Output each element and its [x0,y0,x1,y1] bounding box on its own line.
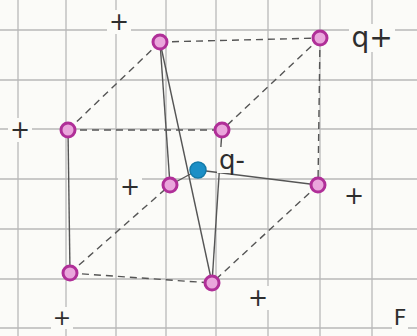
sign-label: + [107,10,131,34]
sign-label: + [118,175,142,199]
sign-label: + [8,118,32,142]
sign-label: + [51,307,73,329]
charge-label: q- [217,147,247,173]
sign-label: F [392,307,409,329]
charge-label: q+ [349,24,394,52]
sign-label: + [342,184,366,208]
cube-edges [68,38,320,283]
sign-label: + [246,286,270,310]
negative-charge [190,162,206,178]
positive-charges [61,31,327,290]
